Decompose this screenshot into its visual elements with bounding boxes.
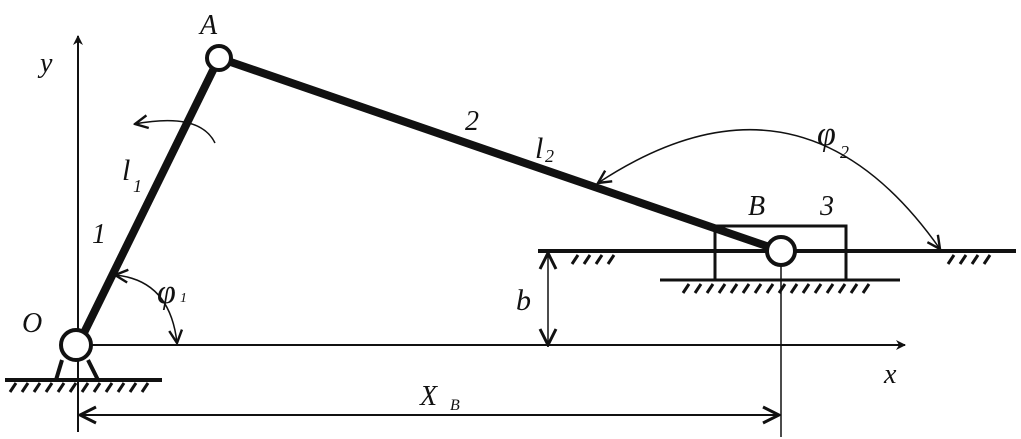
hatch-mark: [606, 254, 616, 265]
label-link-1: 1: [92, 219, 106, 250]
label-l1: l: [122, 154, 130, 187]
hatch-mark: [594, 254, 604, 265]
label-o: O: [22, 308, 42, 339]
label-l1-sub: 1: [133, 176, 142, 196]
hatch-mark: [729, 283, 739, 294]
hatch-mark: [741, 283, 751, 294]
hatch-mark: [128, 382, 138, 393]
hatch-mark: [32, 382, 42, 393]
label-phi2: φ: [817, 116, 836, 153]
hatch-mark: [92, 382, 102, 393]
label-link-2: 2: [465, 106, 479, 137]
hatch-mark: [681, 283, 691, 294]
hatch-mark: [801, 283, 811, 294]
hatch-mark: [705, 283, 715, 294]
label-b-offset: b: [516, 284, 531, 317]
hatch-mark: [56, 382, 66, 393]
hatch-mark: [570, 254, 580, 265]
label-y: y: [37, 48, 53, 79]
angle-1-arc: [115, 275, 177, 343]
label-b-point: B: [748, 191, 765, 222]
hatch-mark: [8, 382, 18, 393]
label-link-3: 3: [819, 191, 834, 222]
hatch-mark: [116, 382, 126, 393]
fixed-support: [5, 359, 162, 393]
label-phi1: φ: [157, 274, 176, 311]
hatch-mark: [825, 283, 835, 294]
hatch-mark: [20, 382, 30, 393]
link-2: [217, 54, 783, 255]
hatch-mark: [958, 254, 968, 265]
label-phi1-sub: 1: [180, 291, 187, 306]
label-l2-sub: 2: [545, 146, 554, 166]
label-l2: l: [535, 132, 543, 165]
label-a: A: [198, 10, 218, 41]
label-x: x: [883, 359, 897, 390]
hatch-mark: [861, 283, 871, 294]
joint-a: [205, 44, 233, 72]
label-xb: X: [419, 381, 438, 412]
hatch-mark: [753, 283, 763, 294]
hatch-mark: [970, 254, 980, 265]
hatch-mark: [837, 283, 847, 294]
rotation-arrow: [135, 121, 216, 144]
hatch-mark: [813, 283, 823, 294]
hatch-mark: [44, 382, 54, 393]
hatch-mark: [789, 283, 799, 294]
hatch-mark: [777, 283, 787, 294]
hatch-mark: [104, 382, 114, 393]
hatch-mark: [693, 283, 703, 294]
hatch-mark: [982, 254, 992, 265]
hatch-mark: [717, 283, 727, 294]
hatch-mark: [849, 283, 859, 294]
angle-2-arc: [598, 129, 940, 249]
label-phi2-sub: 2: [840, 142, 849, 162]
label-xb-sub: B: [450, 397, 460, 414]
hatch-mark: [946, 254, 956, 265]
hatch-mark: [68, 382, 78, 393]
hatch-mark: [140, 382, 150, 393]
joint-b: [765, 235, 797, 267]
link-1: [74, 56, 223, 347]
hatch-mark: [582, 254, 592, 265]
hatch-mark: [80, 382, 90, 393]
joint-o: [59, 328, 93, 362]
hatch-mark: [765, 283, 775, 294]
